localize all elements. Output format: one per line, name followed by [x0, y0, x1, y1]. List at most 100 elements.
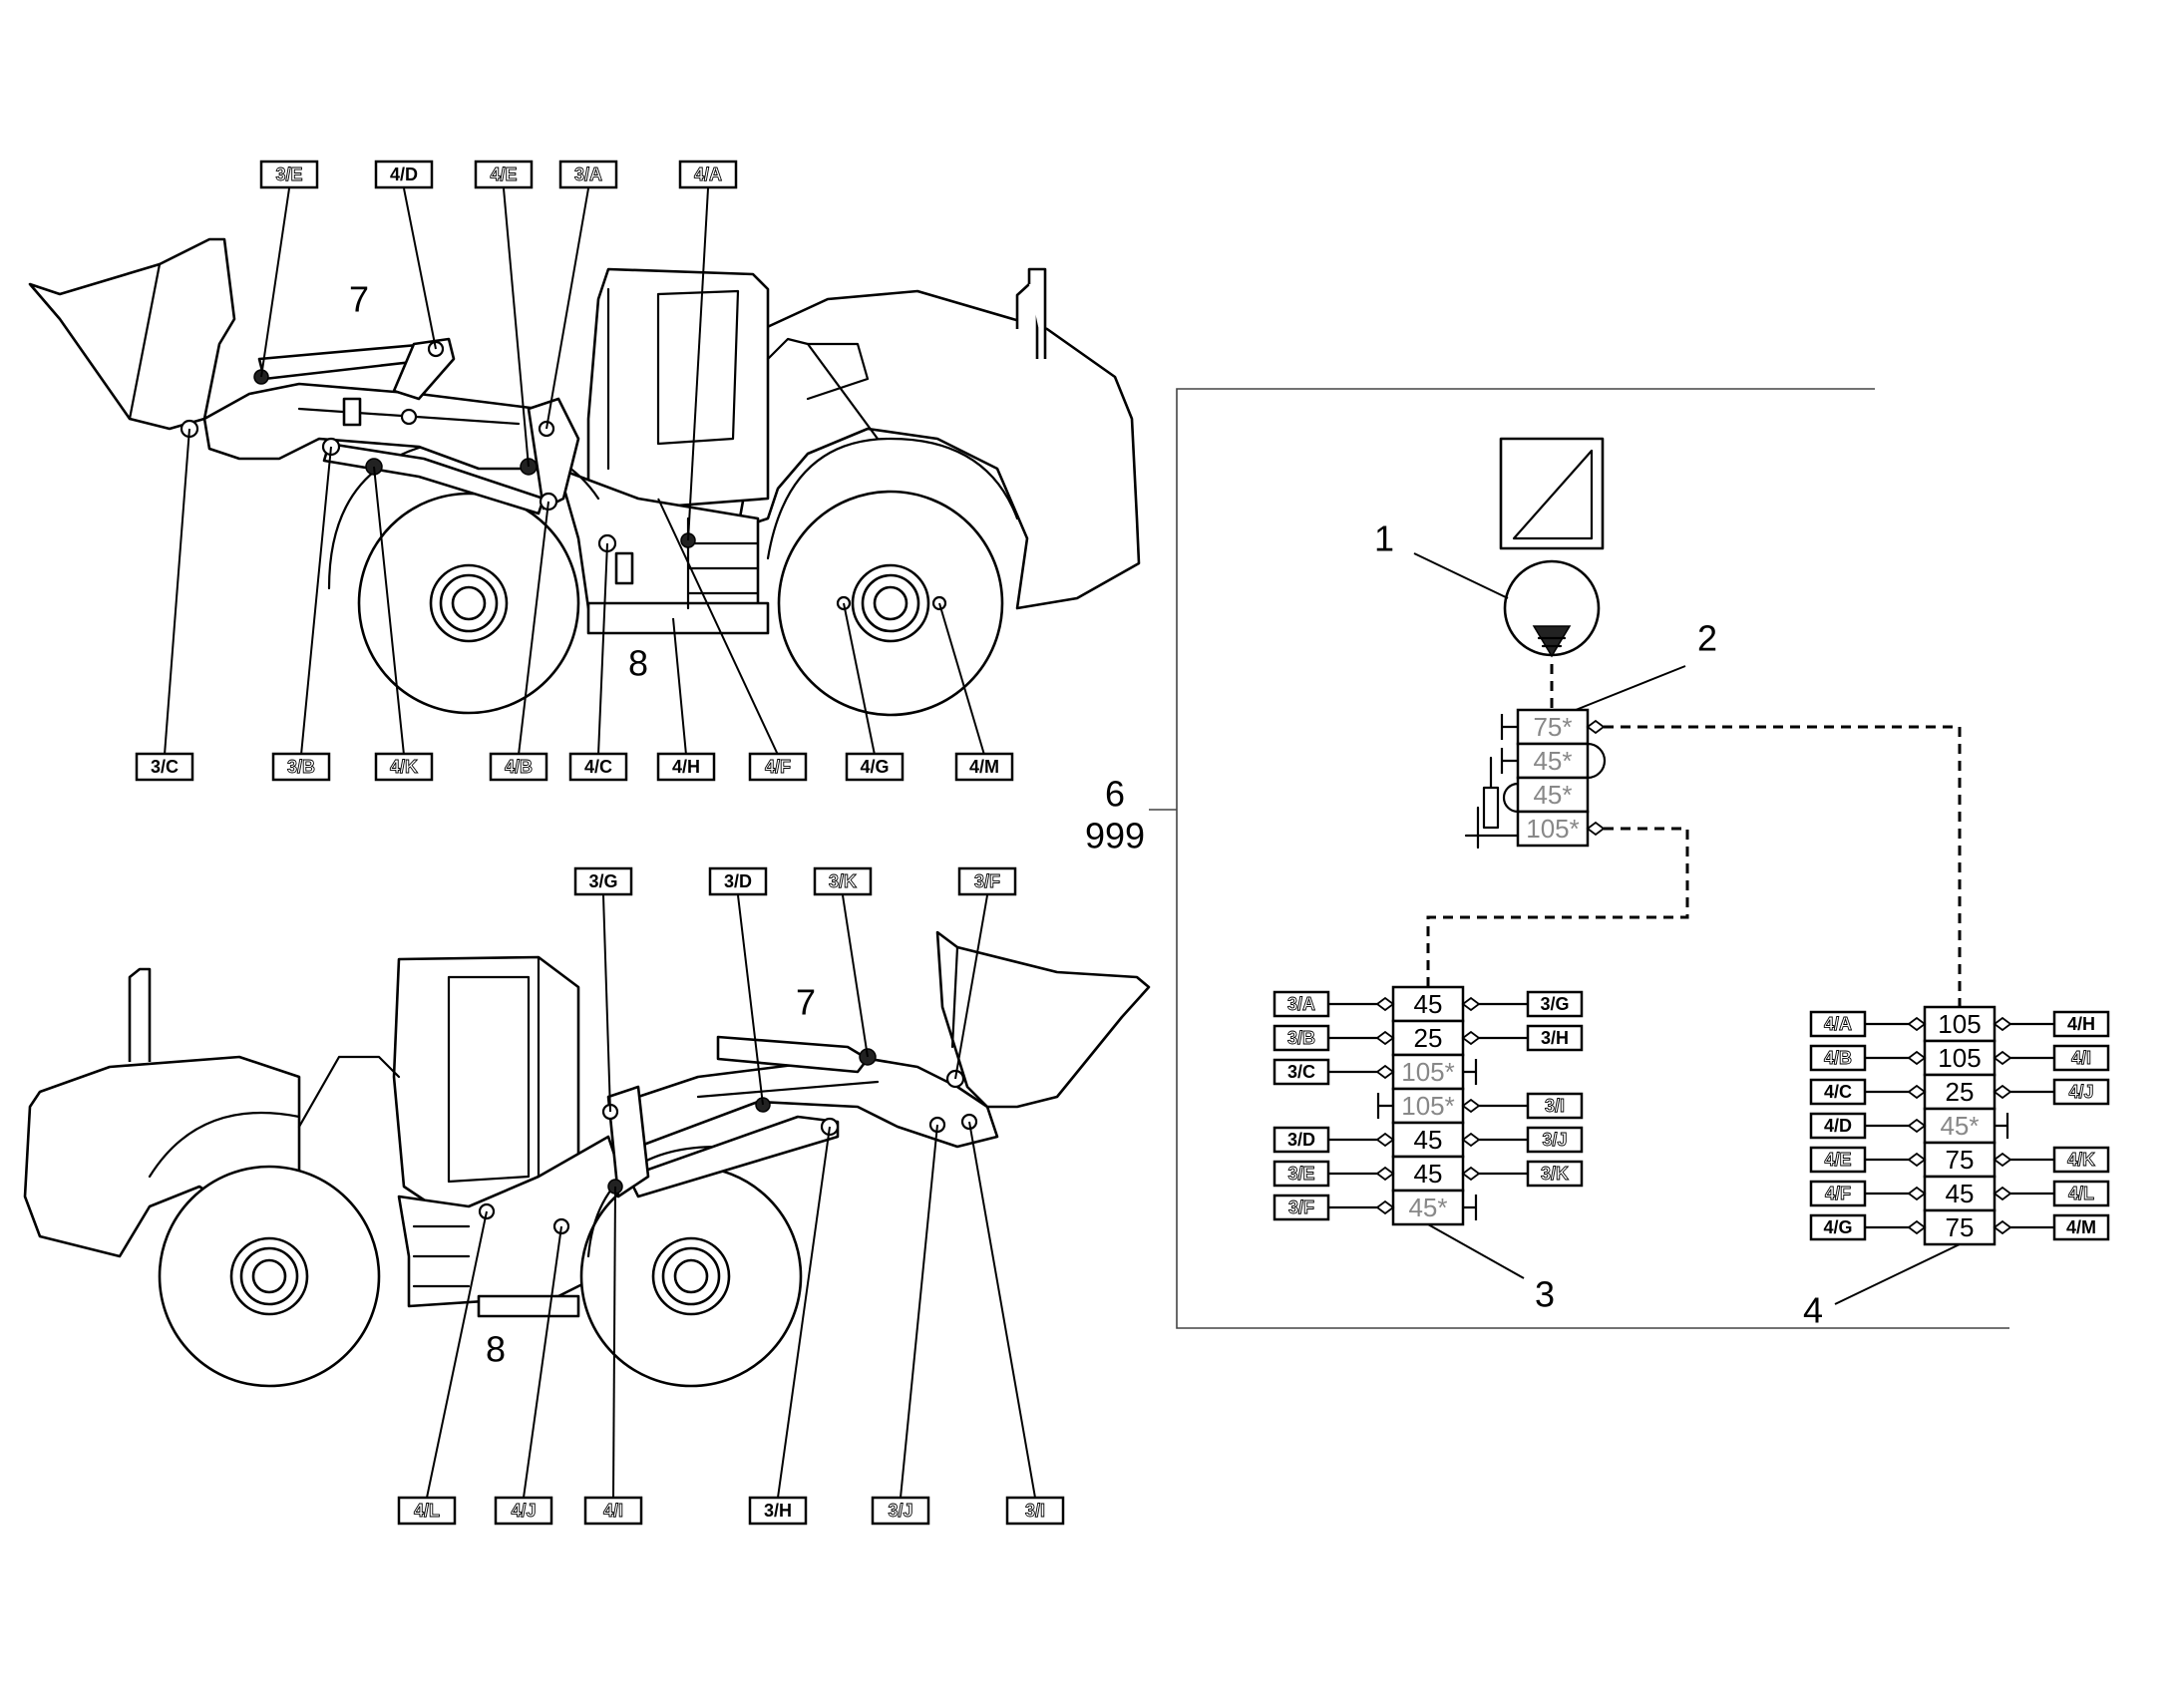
tag-4d: 4/D: [374, 160, 434, 189]
svg-text:3/A: 3/A: [1287, 994, 1315, 1014]
label-arm-7-bottom: 7: [796, 982, 816, 1023]
tag-4l: 4/L: [397, 1496, 457, 1526]
svg-text:4/D: 4/D: [390, 165, 418, 184]
svg-text:4/K: 4/K: [2067, 1150, 2095, 1170]
b4-tag-4b: 4/B: [1809, 1044, 1867, 1072]
loader-top-tags: 3/E 4/D 4/E 3/A 4/A 3/C 3/B 4/K 4/B 4/C …: [135, 160, 1014, 782]
svg-text:3/E: 3/E: [275, 165, 302, 184]
callout-3: 3: [1535, 1274, 1555, 1315]
label-arm-7-top: 7: [349, 279, 369, 320]
b3-tag-3j: 3/J: [1526, 1126, 1584, 1154]
svg-text:3/H: 3/H: [1541, 1028, 1569, 1048]
tag-3e: 3/E: [259, 160, 319, 189]
svg-text:3/D: 3/D: [1287, 1130, 1315, 1150]
tag-4m: 4/M: [954, 752, 1014, 782]
svg-text:105*: 105*: [1401, 1057, 1455, 1087]
svg-text:4/E: 4/E: [490, 165, 517, 184]
tag-4k: 4/K: [374, 752, 434, 782]
svg-text:3/B: 3/B: [287, 757, 315, 777]
svg-text:3/G: 3/G: [588, 871, 617, 891]
tag-4c: 4/C: [568, 752, 628, 782]
svg-text:3/E: 3/E: [1287, 1164, 1314, 1184]
b3-tag-3e: 3/E: [1272, 1160, 1330, 1188]
svg-text:3/K: 3/K: [1541, 1164, 1569, 1184]
b4-tag-4k: 4/K: [2052, 1146, 2110, 1174]
b3-tag-3d: 3/D: [1272, 1126, 1330, 1154]
svg-text:4/M: 4/M: [2066, 1217, 2096, 1237]
svg-text:75: 75: [1946, 1145, 1975, 1175]
svg-text:3/C: 3/C: [1287, 1062, 1315, 1082]
callout-1: 1: [1374, 518, 1394, 559]
b4-tag-4d: 4/D: [1809, 1112, 1867, 1140]
svg-text:4/B: 4/B: [505, 757, 533, 777]
svg-text:45*: 45*: [1408, 1193, 1447, 1222]
svg-text:45: 45: [1414, 989, 1443, 1019]
svg-text:3/K: 3/K: [829, 871, 857, 891]
svg-text:75: 75: [1946, 1212, 1975, 1242]
svg-text:25: 25: [1946, 1077, 1975, 1107]
schematic-frame: [1176, 388, 2009, 1329]
callout-4: 4: [1803, 1290, 1823, 1331]
block-4: 105 105 25 45* 75 45 75 4/A 4/: [1803, 1005, 2110, 1331]
svg-text:4/F: 4/F: [765, 757, 791, 777]
tag-4e: 4/E: [474, 160, 534, 189]
tag-4i: 4/I: [583, 1496, 643, 1526]
b4-tag-4j: 4/J: [2052, 1078, 2110, 1106]
distributor-block: 75* 45* 45* 105* 2: [1464, 618, 1717, 850]
label-frame-8-top: 8: [628, 643, 648, 684]
b3-tag-3g: 3/G: [1526, 990, 1584, 1018]
tag-3d: 3/D: [708, 866, 768, 896]
frame-label-6: 6: [1105, 774, 1125, 815]
svg-text:4/D: 4/D: [1824, 1116, 1852, 1136]
svg-text:3/B: 3/B: [1287, 1028, 1315, 1048]
svg-text:4/H: 4/H: [672, 757, 700, 777]
svg-text:4/E: 4/E: [1824, 1150, 1851, 1170]
frame-label-999: 999: [1085, 816, 1145, 856]
loader-top-leaders: [164, 187, 985, 756]
tag-4b: 4/B: [489, 752, 548, 782]
lube-schematic: 6 999 1 75* 45* 45* 105*: [1085, 388, 2110, 1331]
tag-4f: 4/F: [748, 752, 808, 782]
b3-tag-3f: 3/F: [1272, 1194, 1330, 1221]
b3-tag-3h: 3/H: [1526, 1024, 1584, 1052]
svg-text:4/A: 4/A: [694, 165, 722, 184]
svg-text:4/K: 4/K: [390, 757, 418, 777]
svg-text:4/H: 4/H: [2067, 1014, 2095, 1034]
b3-tag-3b: 3/B: [1272, 1024, 1330, 1052]
svg-text:45: 45: [1946, 1179, 1975, 1208]
svg-text:3/I: 3/I: [1025, 1501, 1045, 1521]
loader-top-illustration: [28, 237, 1141, 717]
svg-text:25: 25: [1414, 1023, 1443, 1053]
svg-text:4/M: 4/M: [969, 757, 999, 777]
tag-4a: 4/A: [678, 160, 738, 189]
b3-tag-3k: 3/K: [1526, 1160, 1584, 1188]
svg-text:3/A: 3/A: [574, 165, 602, 184]
tag-3b: 3/B: [271, 752, 331, 782]
loader-bottom-tags: 3/G 3/D 3/K 3/F 4/L 4/J 4/I 3/H 3/J 3/I …: [397, 866, 1065, 1526]
b4-tag-4f: 4/F: [1809, 1180, 1867, 1207]
b4-tag-4a: 4/A: [1809, 1010, 1867, 1038]
b4-tag-4l: 4/L: [2052, 1180, 2110, 1207]
tag-3h: 3/H: [748, 1496, 808, 1526]
tag-3k: 3/K: [813, 866, 873, 896]
svg-text:3/I: 3/I: [1545, 1096, 1565, 1116]
loader-bottom-illustration: [23, 930, 1151, 1388]
tag-3c: 3/C: [135, 752, 194, 782]
svg-text:4/L: 4/L: [414, 1501, 440, 1521]
svg-text:3/F: 3/F: [974, 871, 1000, 891]
tag-4h: 4/H: [656, 752, 716, 782]
svg-text:45*: 45*: [1533, 780, 1572, 810]
block-3: 45 25 105* 105* 45 45 45* 3/A: [1272, 985, 1584, 1315]
svg-text:105: 105: [1938, 1043, 1981, 1073]
svg-text:4/J: 4/J: [511, 1501, 536, 1521]
svg-text:45*: 45*: [1533, 746, 1572, 776]
b4-tag-4i: 4/I: [2052, 1044, 2110, 1072]
svg-text:4/I: 4/I: [603, 1501, 623, 1521]
tag-4g: 4/G: [845, 752, 905, 782]
svg-text:3/G: 3/G: [1540, 994, 1569, 1014]
tag-3f: 3/F: [957, 866, 1017, 896]
svg-text:3/C: 3/C: [151, 757, 179, 777]
svg-text:3/H: 3/H: [764, 1501, 792, 1521]
svg-text:4/L: 4/L: [2068, 1184, 2094, 1203]
